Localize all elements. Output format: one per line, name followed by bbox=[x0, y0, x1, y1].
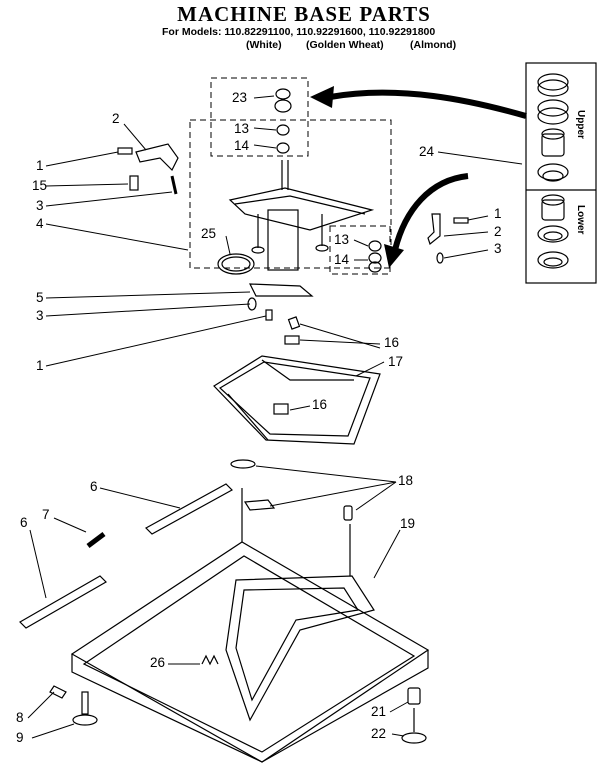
callout-14-side: 14 bbox=[334, 252, 350, 267]
callout-1-right: 1 bbox=[494, 206, 502, 221]
color-almond: (Almond) bbox=[410, 39, 457, 51]
callout-2-left: 2 bbox=[112, 111, 120, 126]
callout-24: 24 bbox=[419, 144, 435, 159]
leader-lines bbox=[27, 95, 523, 739]
feet bbox=[49, 685, 427, 744]
callout-16-center: 16 bbox=[312, 397, 328, 412]
rails-and-spring bbox=[19, 483, 233, 629]
callout-8: 8 bbox=[16, 710, 24, 725]
callout-26: 26 bbox=[150, 655, 166, 670]
frame-17 bbox=[213, 316, 381, 445]
callout-6-lower: 6 bbox=[20, 515, 28, 530]
bracket-5 bbox=[247, 283, 314, 321]
lower-label: Lower bbox=[575, 205, 586, 235]
side-stack-parts bbox=[368, 240, 382, 273]
page-title: MACHINE BASE PARTS bbox=[177, 2, 431, 26]
callout-21: 21 bbox=[371, 704, 387, 719]
callout-14-top: 14 bbox=[234, 138, 250, 153]
callout-6-upper: 6 bbox=[90, 479, 98, 494]
agitator-group-box bbox=[189, 119, 392, 269]
ring-25 bbox=[217, 253, 255, 275]
pads-18 bbox=[230, 459, 353, 521]
arrow-head-upper bbox=[310, 86, 334, 108]
callout-1-left: 1 bbox=[36, 158, 44, 173]
callout-1-mid: 1 bbox=[36, 358, 44, 373]
wire-26 bbox=[201, 654, 219, 666]
callout-2-right: 2 bbox=[494, 224, 502, 239]
top-group-box bbox=[210, 77, 309, 157]
callout-22: 22 bbox=[371, 726, 387, 741]
base-19 bbox=[70, 488, 430, 763]
callout-7: 7 bbox=[42, 507, 50, 522]
callout-19: 19 bbox=[400, 516, 416, 531]
callout-3-right: 3 bbox=[494, 241, 502, 256]
callout-5: 5 bbox=[36, 290, 44, 305]
callout-18: 18 bbox=[398, 473, 414, 488]
arrow-head-lower bbox=[384, 244, 404, 268]
callout-13-top: 13 bbox=[234, 121, 250, 136]
inset-panel bbox=[525, 62, 597, 284]
upper-label: Upper bbox=[575, 110, 586, 139]
callout-15: 15 bbox=[32, 178, 48, 193]
right-bracket-parts bbox=[427, 213, 469, 264]
callout-25: 25 bbox=[201, 226, 217, 241]
big-arrows bbox=[329, 89, 527, 251]
top-stack-parts bbox=[274, 88, 292, 154]
callout-17: 17 bbox=[388, 354, 404, 369]
callout-3-left: 3 bbox=[36, 198, 44, 213]
spider-assembly bbox=[228, 160, 375, 271]
callout-4: 4 bbox=[36, 216, 44, 231]
callout-16-right: 16 bbox=[384, 335, 400, 350]
left-bracket-parts bbox=[117, 143, 179, 195]
color-white: (White) bbox=[246, 39, 282, 51]
callout-9: 9 bbox=[16, 730, 24, 745]
color-golden-wheat: (Golden Wheat) bbox=[306, 39, 384, 51]
callout-13-side: 13 bbox=[334, 232, 350, 247]
callout-3-mid: 3 bbox=[36, 308, 44, 323]
model-numbers: For Models: 110.82291100, 110.92291600, … bbox=[162, 26, 436, 38]
inset-border bbox=[525, 62, 597, 284]
callout-23: 23 bbox=[232, 90, 248, 105]
